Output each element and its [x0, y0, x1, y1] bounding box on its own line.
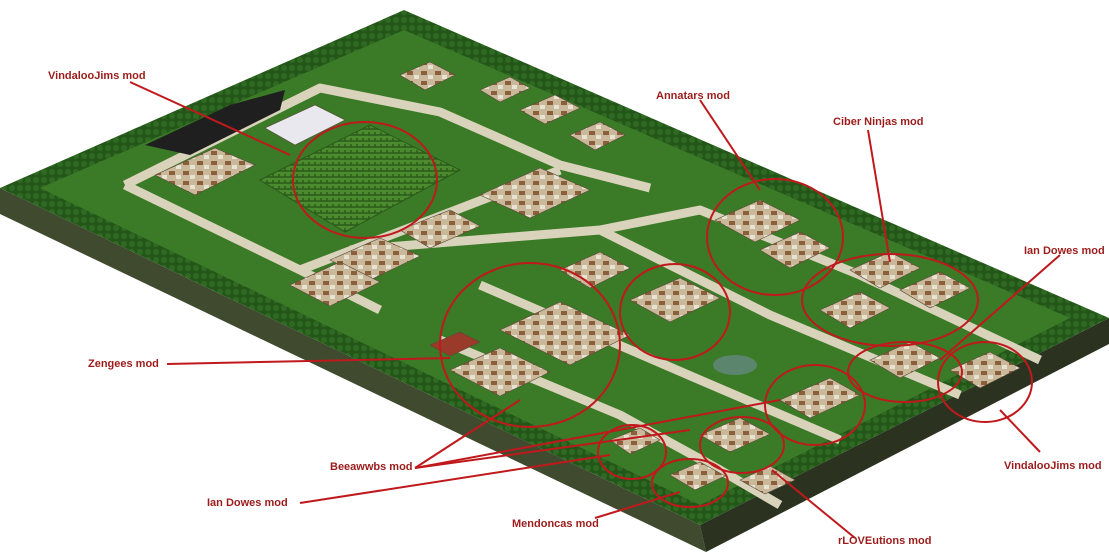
line-ian-dowes-right — [939, 254, 1061, 361]
building — [154, 147, 256, 196]
label-zengees: Zengees mod — [88, 358, 159, 370]
building — [759, 231, 831, 269]
road-central — [349, 225, 962, 400]
line-rloveutions — [771, 469, 856, 539]
line-beeawwbs-3 — [414, 399, 781, 469]
building — [629, 277, 721, 323]
circle-mendoncas — [651, 458, 729, 508]
building — [264, 104, 346, 146]
line-ian-dowes-left — [299, 454, 611, 504]
building — [669, 461, 726, 491]
building — [289, 261, 381, 307]
label-mendoncas: Mendoncas mod — [512, 518, 599, 530]
line-vindaloojims-right — [999, 409, 1041, 453]
building — [449, 347, 551, 397]
building — [849, 251, 921, 289]
building — [559, 251, 631, 289]
building — [714, 199, 801, 243]
building — [779, 377, 861, 419]
circle-annatars — [706, 178, 844, 296]
building — [869, 341, 941, 379]
terrain-side-left — [0, 188, 706, 552]
label-annatars: Annatars mod — [656, 90, 730, 102]
building — [949, 351, 1021, 389]
label-beeawwbs: Beeawwbs mod — [330, 461, 413, 473]
building — [479, 76, 531, 103]
building — [429, 331, 481, 357]
circle-zengees — [439, 262, 621, 428]
circle-ian-dowes-left — [597, 424, 667, 480]
hedge-maze — [258, 124, 462, 233]
label-rloveutions: rLOVEutions mod — [838, 535, 932, 547]
building — [479, 167, 591, 219]
building — [899, 271, 971, 309]
building — [569, 121, 626, 151]
building-clusters — [154, 61, 1021, 495]
building — [519, 94, 581, 125]
label-ian-dowes-left: Ian Dowes mod — [207, 497, 288, 509]
line-beeawwbs-2 — [414, 429, 691, 469]
circle-beeawwbs — [764, 364, 866, 446]
circle-zengees-2 — [619, 263, 731, 361]
building — [399, 61, 456, 91]
line-ciber-ninjas — [867, 129, 891, 263]
circle-ian-dowes-right — [847, 341, 963, 403]
annotation-lines — [129, 81, 1061, 539]
circle-rloveutions — [699, 416, 785, 474]
annotation-circles — [292, 121, 1033, 508]
label-vindaloojims-right: VindalooJims mod — [1004, 460, 1102, 472]
circle-ciber-ninjas — [801, 253, 979, 347]
line-zengees — [166, 357, 451, 365]
label-vindaloojims-top: VindalooJims mod — [48, 70, 146, 82]
park-pond — [713, 355, 757, 375]
line-annatars — [699, 99, 761, 191]
line-beeawwbs-1 — [414, 399, 521, 469]
building — [609, 427, 661, 455]
label-ian-dowes-right: Ian Dowes mod — [1024, 245, 1105, 257]
circle-vindaloojims-right — [937, 341, 1033, 423]
line-mendoncas — [594, 491, 681, 519]
circle-vindaloojims-maze — [292, 121, 438, 239]
label-ciber-ninjas: Ciber Ninjas mod — [833, 116, 924, 128]
building — [819, 291, 891, 329]
line-vindaloojims-top — [129, 81, 291, 156]
building — [699, 417, 771, 453]
building — [499, 301, 631, 366]
building — [399, 209, 481, 249]
parking-lot — [145, 90, 285, 155]
